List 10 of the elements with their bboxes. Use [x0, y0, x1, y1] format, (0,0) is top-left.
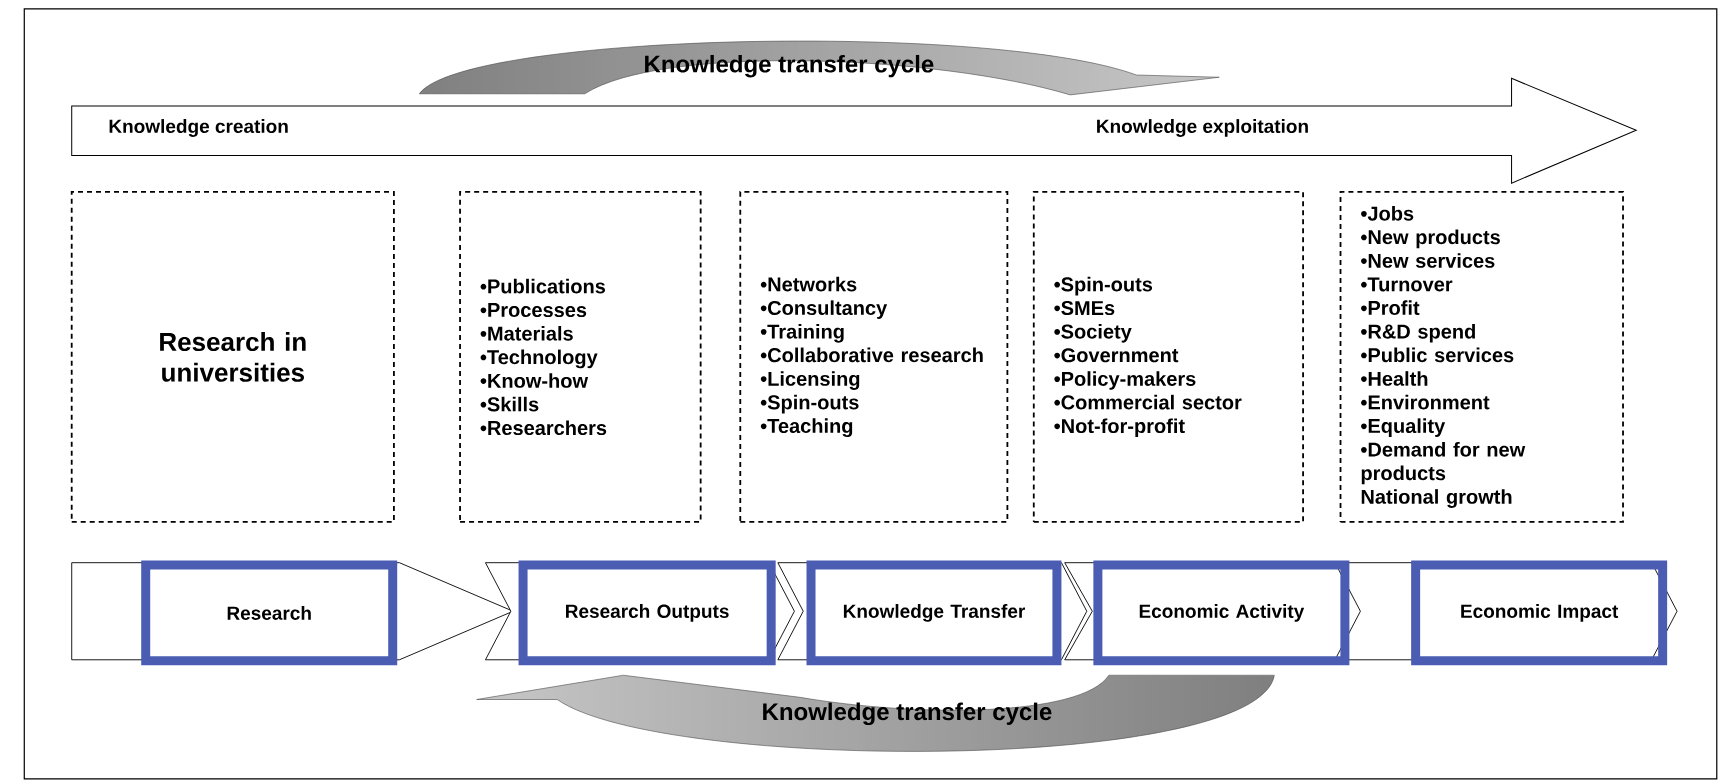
process-box: Economic Activity — [1093, 560, 1350, 666]
dashed-box: •Jobs •New products •New services •Turnover •Profit •R&D spend •Public services •Health •Environment •Equality •Demand for new products National growth — [1339, 190, 1624, 523]
process-box: Research — [141, 560, 398, 666]
dashed-box: Research in universities — [70, 190, 395, 523]
process-box: Economic Impact — [1411, 560, 1668, 666]
dashed-box: •Networks •Consultancy •Training •Collaborative research •Licensing •Spin-outs •Teaching — [739, 190, 1009, 523]
dashed-box: •Publications •Processes •Materials •Technology •Know-how •Skills •Researchers — [459, 190, 702, 523]
dashed-box: •Spin-outs •SMEs •Society •Government •Policy-makers •Commercial sector •Not-for-profit — [1032, 190, 1304, 523]
process-box: Research Outputs — [518, 560, 776, 666]
process-box: Knowledge Transfer — [806, 560, 1062, 666]
